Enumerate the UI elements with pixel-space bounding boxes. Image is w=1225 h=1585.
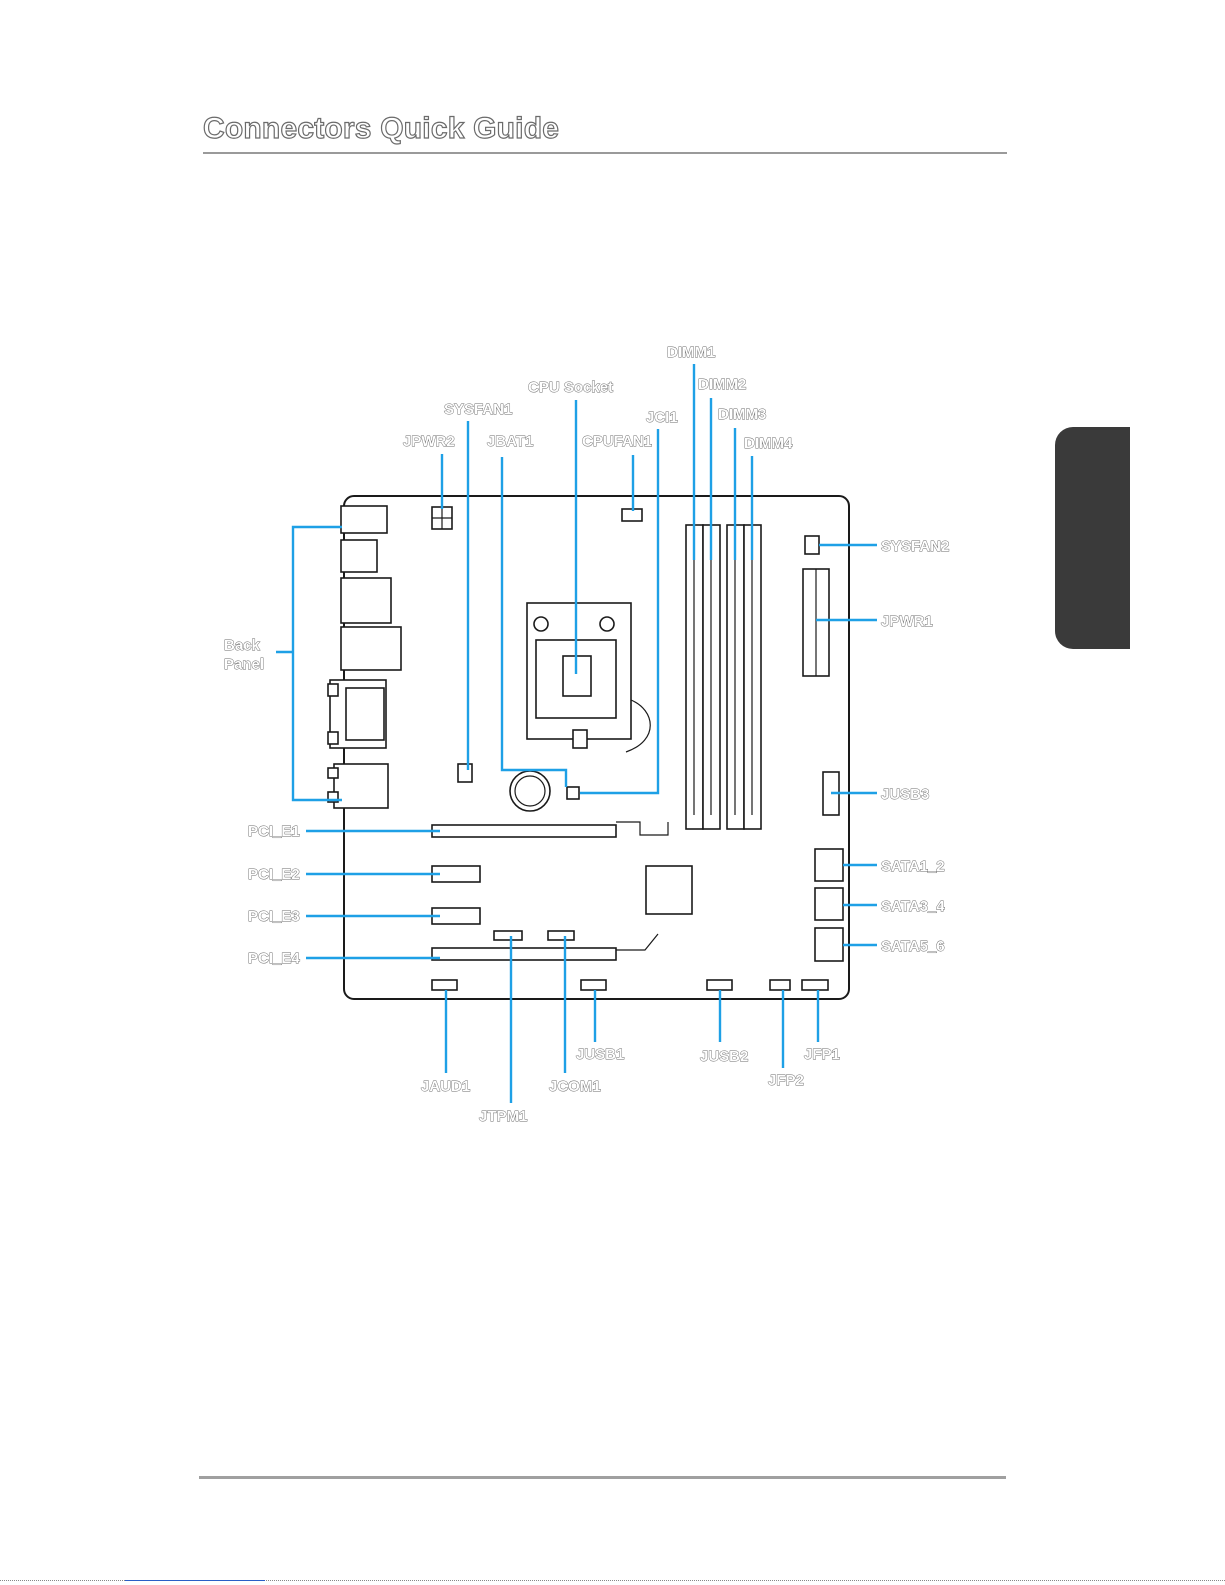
label-pci-e1: PCI_E1 bbox=[248, 823, 300, 840]
label-pci-e3: PCI_E3 bbox=[248, 908, 300, 925]
footer-rule bbox=[199, 1476, 1006, 1479]
label-dimm1: DIMM1 bbox=[667, 344, 715, 361]
label-dimm2: DIMM2 bbox=[698, 376, 746, 393]
jpwr1-connector bbox=[803, 569, 829, 676]
label-jusb1: JUSB1 bbox=[576, 1046, 624, 1063]
label-pci-e2: PCI_E2 bbox=[248, 866, 300, 883]
board-outline bbox=[344, 496, 849, 999]
label-back-panel-line1: Back bbox=[224, 637, 261, 654]
label-dimm3: DIMM3 bbox=[718, 406, 766, 423]
jusb1-header bbox=[581, 980, 606, 990]
sata5-6-connector bbox=[815, 928, 843, 961]
label-sata3-4: SATA3_4 bbox=[881, 898, 945, 915]
label-sata5-6: SATA5_6 bbox=[881, 938, 945, 955]
label-sysfan1: SYSFAN1 bbox=[444, 401, 512, 418]
label-jusb2: JUSB2 bbox=[700, 1048, 748, 1065]
label-jpwr2: JPWR2 bbox=[403, 433, 455, 450]
battery bbox=[510, 771, 550, 811]
sata1-2-connector bbox=[815, 849, 843, 881]
label-sysfan2: SYSFAN2 bbox=[881, 538, 949, 555]
bottom-link-underline bbox=[125, 1580, 265, 1581]
label-cpufan1: CPUFAN1 bbox=[582, 433, 652, 450]
sata3-4-connector bbox=[815, 888, 843, 920]
jfp1-header bbox=[802, 980, 828, 990]
label-back-panel-line2: Panel bbox=[224, 656, 264, 673]
jaud1-header bbox=[432, 980, 457, 990]
label-jfp1: JFP1 bbox=[804, 1046, 840, 1063]
label-jfp2: JFP2 bbox=[768, 1072, 804, 1089]
label-jcom1: JCOM1 bbox=[549, 1078, 601, 1095]
jtpm1-header bbox=[494, 931, 522, 940]
jpwr2-connector bbox=[432, 507, 452, 529]
label-sata1-2: SATA1_2 bbox=[881, 858, 945, 875]
jci1-header bbox=[567, 787, 579, 799]
sysfan1-connector bbox=[458, 764, 472, 782]
label-dimm4: DIMM4 bbox=[744, 435, 793, 452]
label-cpu-socket: CPU Socket bbox=[528, 379, 613, 396]
jfp2-header bbox=[770, 980, 790, 990]
label-pci-e4: PCI_E4 bbox=[248, 950, 300, 967]
label-jusb3: JUSB3 bbox=[881, 786, 929, 803]
cpu-socket bbox=[527, 603, 650, 752]
label-jaud1: JAUD1 bbox=[421, 1078, 470, 1095]
jcom1-header bbox=[548, 931, 574, 940]
label-jci1: JCI1 bbox=[646, 409, 678, 426]
jusb2-header bbox=[707, 980, 732, 990]
sysfan2-connector bbox=[805, 536, 819, 554]
chipset bbox=[646, 866, 692, 914]
label-jpwr1: JPWR1 bbox=[881, 613, 933, 630]
label-jbat1: JBAT1 bbox=[487, 433, 533, 450]
label-jtpm1: JTPM1 bbox=[479, 1108, 527, 1125]
